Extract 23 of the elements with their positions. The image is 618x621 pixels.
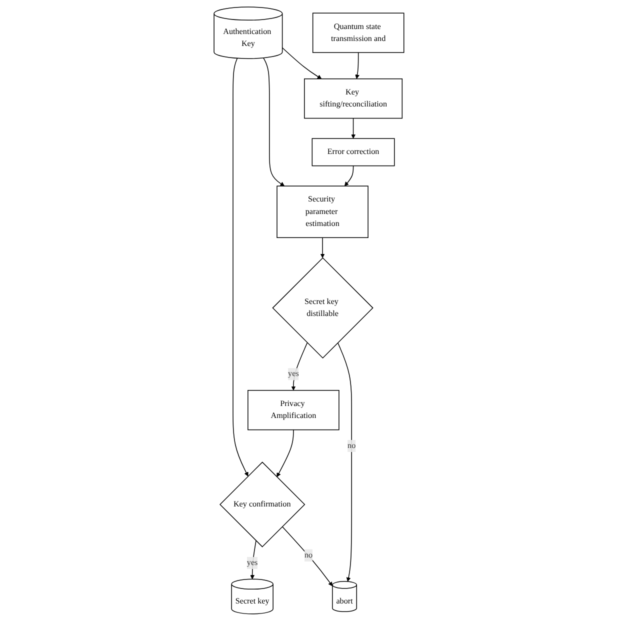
edge-label: yes	[288, 370, 299, 378]
node-box: Quantum state transmission and	[312, 12, 404, 53]
node-box: Error correction	[312, 138, 395, 166]
edge-label: no	[348, 441, 356, 450]
edge-label: no	[304, 550, 313, 560]
arrow	[250, 540, 256, 580]
node-box: Key sifting/reconciliation	[304, 78, 403, 119]
arrow	[351, 118, 356, 139]
arrow	[232, 58, 248, 476]
arrow	[291, 342, 308, 391]
arrow	[344, 165, 354, 186]
arrow	[263, 58, 285, 186]
arrow	[282, 47, 322, 80]
arrow	[276, 429, 294, 478]
node-box: Security parameter estimation	[276, 186, 368, 238]
node-box: Privacy Amplification	[248, 390, 340, 430]
node-diamond: Key confirmation	[220, 462, 306, 548]
node-diamond: Secret key distillable	[272, 257, 374, 359]
edge-label: yes	[246, 558, 258, 568]
arrow	[355, 52, 360, 80]
arrow	[320, 237, 325, 258]
arrow	[282, 526, 333, 586]
arrow	[337, 342, 352, 582]
